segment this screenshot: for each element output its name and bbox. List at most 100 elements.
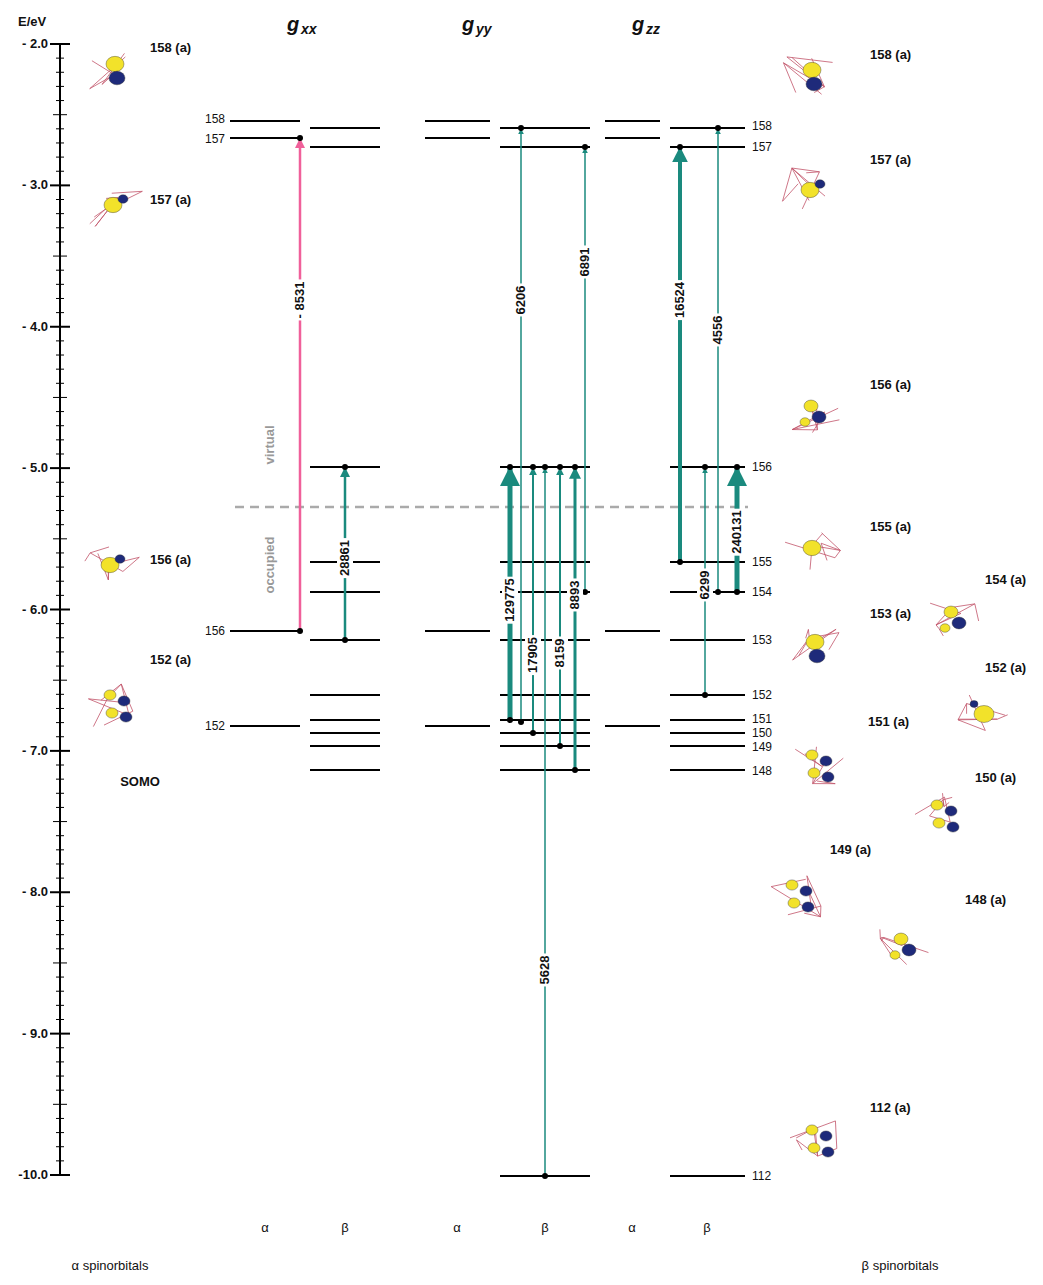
orbital-label: 150 (a) [975,771,1016,785]
level-dot [542,1173,548,1179]
bond [90,57,126,89]
axis-tick [56,439,64,440]
transition-arrow [717,129,719,592]
level-number: 158 [205,112,225,126]
axis-tick [56,496,64,497]
axis-tick [56,58,64,59]
orbital-lobe [800,886,812,896]
energy-level [230,137,300,139]
g-tensor-subscript: xx [301,22,317,36]
axis-tick [56,213,64,214]
spin-column-label: β [341,1221,348,1235]
orbital-lobe [803,540,821,555]
bond [997,715,1007,719]
axis-value: - 6.0 [22,603,48,617]
orbital-label: 156 (a) [870,378,911,392]
orbital-label: 151 (a) [868,715,909,729]
contribution-value: - 8531 [292,280,308,321]
bond [806,629,809,638]
transition-arrow [559,468,561,746]
axis-tick [56,1076,64,1077]
energy-level [670,1175,745,1177]
orbital-lobe [944,606,958,618]
spin-column-label: α [453,1221,461,1235]
bond [796,1140,802,1150]
axis-tick [56,1061,64,1062]
axis-tick [56,1005,64,1006]
axis-tick [56,1047,64,1048]
orbital-lobe [115,555,125,564]
level-dot [297,628,303,634]
level-dot [507,717,513,723]
orbital-label: 152 (a) [985,661,1026,675]
transition-arrow [678,148,682,562]
level-number: 112 [752,1169,771,1183]
level-dot [507,464,513,470]
orbital-lobe [800,418,810,427]
orbital-lobe [788,898,800,908]
orbital-lobe [820,1131,832,1141]
orbital-picture [88,684,132,727]
orbital-picture [771,876,821,917]
axis-tick [56,849,64,850]
axis-tick [56,552,64,553]
orbital-lobe [947,822,959,832]
axis-tick [56,779,64,780]
orbital-label: 157 (a) [150,193,191,207]
orbital-lobe [815,180,825,189]
level-number: 157 [205,132,225,146]
orbital-picture [783,168,826,209]
bond [90,547,109,553]
orbital-picture [792,400,839,433]
energy-level [425,120,490,122]
contribution-value: 6891 [577,246,593,279]
bond [822,533,841,551]
energy-level [230,120,300,122]
level-dot [572,767,578,773]
orbital-picture [90,53,126,88]
bond [966,704,967,714]
level-dot [297,135,303,141]
orbital-lobe [970,701,978,708]
axis-tick [56,863,64,864]
transition-arrow [299,139,302,631]
axis-tick [56,1118,64,1119]
orbital-lobe [104,690,116,700]
axis-tick [56,383,64,384]
contribution-value: 5628 [537,954,553,987]
level-dot [734,464,740,470]
orbital-label: 152 (a) [150,653,191,667]
orbital-lobe [806,750,818,760]
axis-tick [53,680,67,681]
g-tensor-symbol: g [462,13,474,35]
energy-level [605,137,660,139]
orbital-lobe [803,62,821,77]
axis-tick [56,340,64,341]
bond [880,937,881,938]
axis-value: - 9.0 [22,1027,48,1041]
energy-level [670,732,745,734]
orbital-lobe [902,944,916,956]
level-number: 157 [752,140,772,154]
bond [954,604,975,607]
level-dot [518,125,524,131]
orbital-lobe [931,800,943,810]
transition-arrow [574,468,577,770]
axis-tick [53,114,67,115]
axis-tick [56,906,64,907]
energy-level [425,137,490,139]
g-tensor-symbol: g [287,13,299,35]
spin-caption: α spinorbitals [72,1259,149,1273]
region-label: virtual [262,423,278,466]
energy-level [605,630,660,632]
g-tensor-subscript: zz [646,22,660,36]
g-tensor-subscript: yy [476,22,492,36]
orbital-lobe [894,933,908,945]
energy-level [310,769,380,771]
level-number: 153 [752,633,772,647]
bond [93,699,107,727]
level-number: 156 [752,460,772,474]
orbital-picture [880,929,929,964]
spin-column-label: β [703,1221,710,1235]
axis-tick [56,142,64,143]
